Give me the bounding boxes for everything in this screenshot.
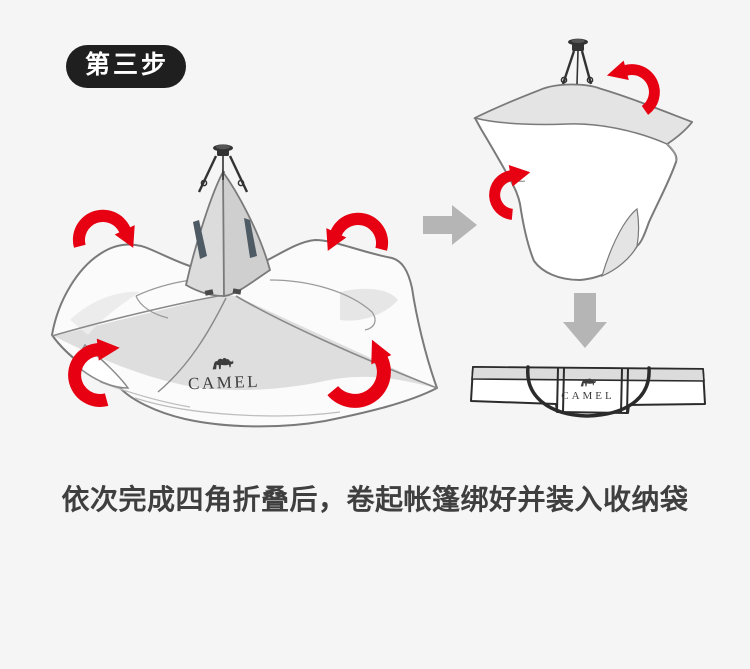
step-badge-label: 第三步 xyxy=(85,51,170,79)
fold-line xyxy=(135,295,169,319)
arrow-down-icon xyxy=(563,293,607,348)
tent-hub xyxy=(197,144,249,193)
pole-sleeve xyxy=(193,220,207,259)
fold-line xyxy=(134,397,341,417)
pole-sleeve xyxy=(244,218,257,258)
bundle-hub xyxy=(560,38,594,85)
camel-logo-text: CAMEL xyxy=(561,390,615,402)
camel-icon xyxy=(212,357,234,370)
storage-bag-illustration: CAMEL xyxy=(470,365,706,418)
ridge-line-left xyxy=(51,295,219,337)
fold-arrow-top-right-icon xyxy=(606,60,660,115)
collapsed-tent-illustration: CAMEL xyxy=(51,144,438,428)
camel-logo-text: CAMEL xyxy=(188,372,261,394)
fold-line xyxy=(269,279,376,331)
bundle-top-band xyxy=(472,83,694,145)
ridge-line-bottom xyxy=(157,297,227,393)
camel-icon xyxy=(580,378,596,387)
fold-arrow-bottom-right-icon xyxy=(327,339,392,408)
buckle xyxy=(204,289,214,296)
step-badge: 第三步 xyxy=(66,45,187,88)
bag-handle xyxy=(526,365,651,418)
tent-peak-left-face xyxy=(184,171,225,297)
instruction-caption: 依次完成四角折叠后，卷起帐篷绑好并装入收纳袋 xyxy=(61,484,689,515)
half-folded-tent-illustration xyxy=(472,38,694,281)
bundle-side-shading xyxy=(601,207,640,278)
fold-arrow-left-icon xyxy=(489,165,531,220)
bag-top-band xyxy=(471,366,705,382)
buckle xyxy=(232,288,242,295)
arrow-right-icon xyxy=(423,205,477,245)
fold-shadow-left xyxy=(70,291,140,335)
camel-logo: CAMEL xyxy=(188,357,261,394)
fold-arrow-top-left-icon xyxy=(72,209,135,248)
camel-logo: CAMEL xyxy=(561,378,615,402)
fold-line xyxy=(666,143,677,162)
fold-shadow-right xyxy=(340,288,398,321)
tent-fan-shading xyxy=(54,295,436,390)
fold-arrow-top-right-icon xyxy=(326,212,389,251)
ridge-line-right xyxy=(235,295,438,389)
fold-arrow-bottom-left-icon xyxy=(68,338,120,407)
